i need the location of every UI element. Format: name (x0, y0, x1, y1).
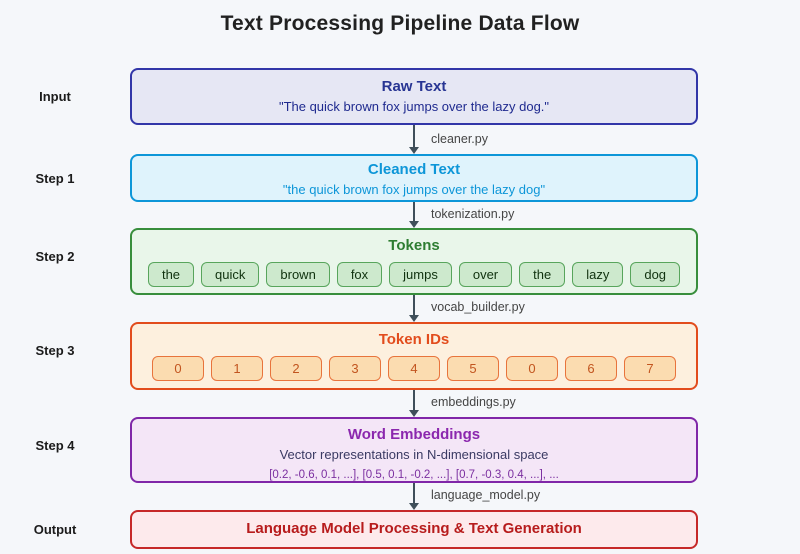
token-chip: dog (630, 261, 681, 287)
connector-arrowhead-5 (409, 503, 419, 510)
token-id-chip: 2 (270, 355, 322, 381)
node-raw-text-title: Raw Text (381, 78, 447, 95)
node-cleaned-text: Cleaned Text "the quick brown fox jumps … (130, 154, 698, 202)
node-word-embeddings: Word Embeddings Vector representations i… (130, 417, 698, 483)
token-chip: the (147, 261, 195, 287)
node-token-ids-title: Token IDs (378, 331, 450, 348)
token-id-chip-row: 0 1 2 3 4 5 0 6 7 (152, 355, 676, 381)
connector-label-cleaner: cleaner.py (431, 132, 488, 146)
node-output-title: Language Model Processing & Text Generat… (246, 520, 582, 538)
connector-label-language-model: language_model.py (431, 488, 541, 502)
token-chip: quick (201, 261, 260, 287)
connector-line-2 (413, 202, 415, 222)
token-id-chip: 1 (211, 355, 263, 381)
stage-label-input: Input (39, 89, 71, 104)
token-chip: the (519, 261, 566, 287)
node-tokens: Tokens the quick brown fox jumps over th… (130, 228, 698, 295)
token-chip: lazy (572, 261, 624, 287)
connector-arrowhead-1 (409, 147, 419, 154)
token-id-chip: 4 (388, 355, 440, 381)
connector-line-5 (413, 483, 415, 504)
connector-label-vocab-builder: vocab_builder.py (431, 300, 525, 314)
token-chip: fox (336, 261, 383, 287)
stage-label-step3: Step 3 (35, 343, 75, 358)
connector-arrowhead-4 (409, 410, 419, 417)
node-raw-text-subtitle: "The quick brown fox jumps over the lazy… (278, 98, 550, 114)
connector-arrowhead-3 (409, 315, 419, 322)
connector-line-4 (413, 390, 415, 411)
token-id-chip: 0 (506, 355, 558, 381)
connector-arrowhead-2 (409, 221, 419, 228)
node-raw-text: Raw Text "The quick brown fox jumps over… (130, 68, 698, 125)
node-word-embeddings-subtitle: Vector representations in N-dimensional … (279, 446, 549, 462)
stage-label-output: Output (33, 522, 77, 537)
token-id-chip: 5 (447, 355, 499, 381)
token-chip-row: the quick brown fox jumps over the lazy … (147, 261, 681, 287)
connector-label-tokenization: tokenization.py (431, 207, 515, 221)
node-tokens-title: Tokens (388, 237, 440, 254)
token-id-chip: 7 (624, 355, 676, 381)
node-cleaned-text-subtitle: "the quick brown fox jumps over the lazy… (282, 181, 546, 197)
token-chip: jumps (389, 261, 452, 287)
connector-line-3 (413, 295, 415, 316)
connector-line-1 (413, 125, 415, 148)
stage-label-step4: Step 4 (35, 438, 75, 453)
token-id-chip: 6 (565, 355, 617, 381)
connector-label-embeddings: embeddings.py (431, 395, 516, 409)
stage-label-step1: Step 1 (35, 171, 75, 186)
node-cleaned-text-title: Cleaned Text (367, 161, 461, 178)
node-output: Language Model Processing & Text Generat… (130, 510, 698, 549)
token-chip: over (458, 261, 513, 287)
token-id-chip: 0 (152, 355, 204, 381)
node-token-ids: Token IDs 0 1 2 3 4 5 0 6 7 (130, 322, 698, 390)
node-word-embeddings-title: Word Embeddings (347, 426, 481, 443)
token-id-chip: 3 (329, 355, 381, 381)
node-word-embeddings-vectors: [0.2, -0.6, 0.1, ...], [0.5, 0.1, -0.2, … (269, 468, 559, 481)
token-chip: brown (266, 261, 330, 287)
page-title: Text Processing Pipeline Data Flow (220, 12, 580, 35)
stage-label-step2: Step 2 (35, 249, 75, 264)
